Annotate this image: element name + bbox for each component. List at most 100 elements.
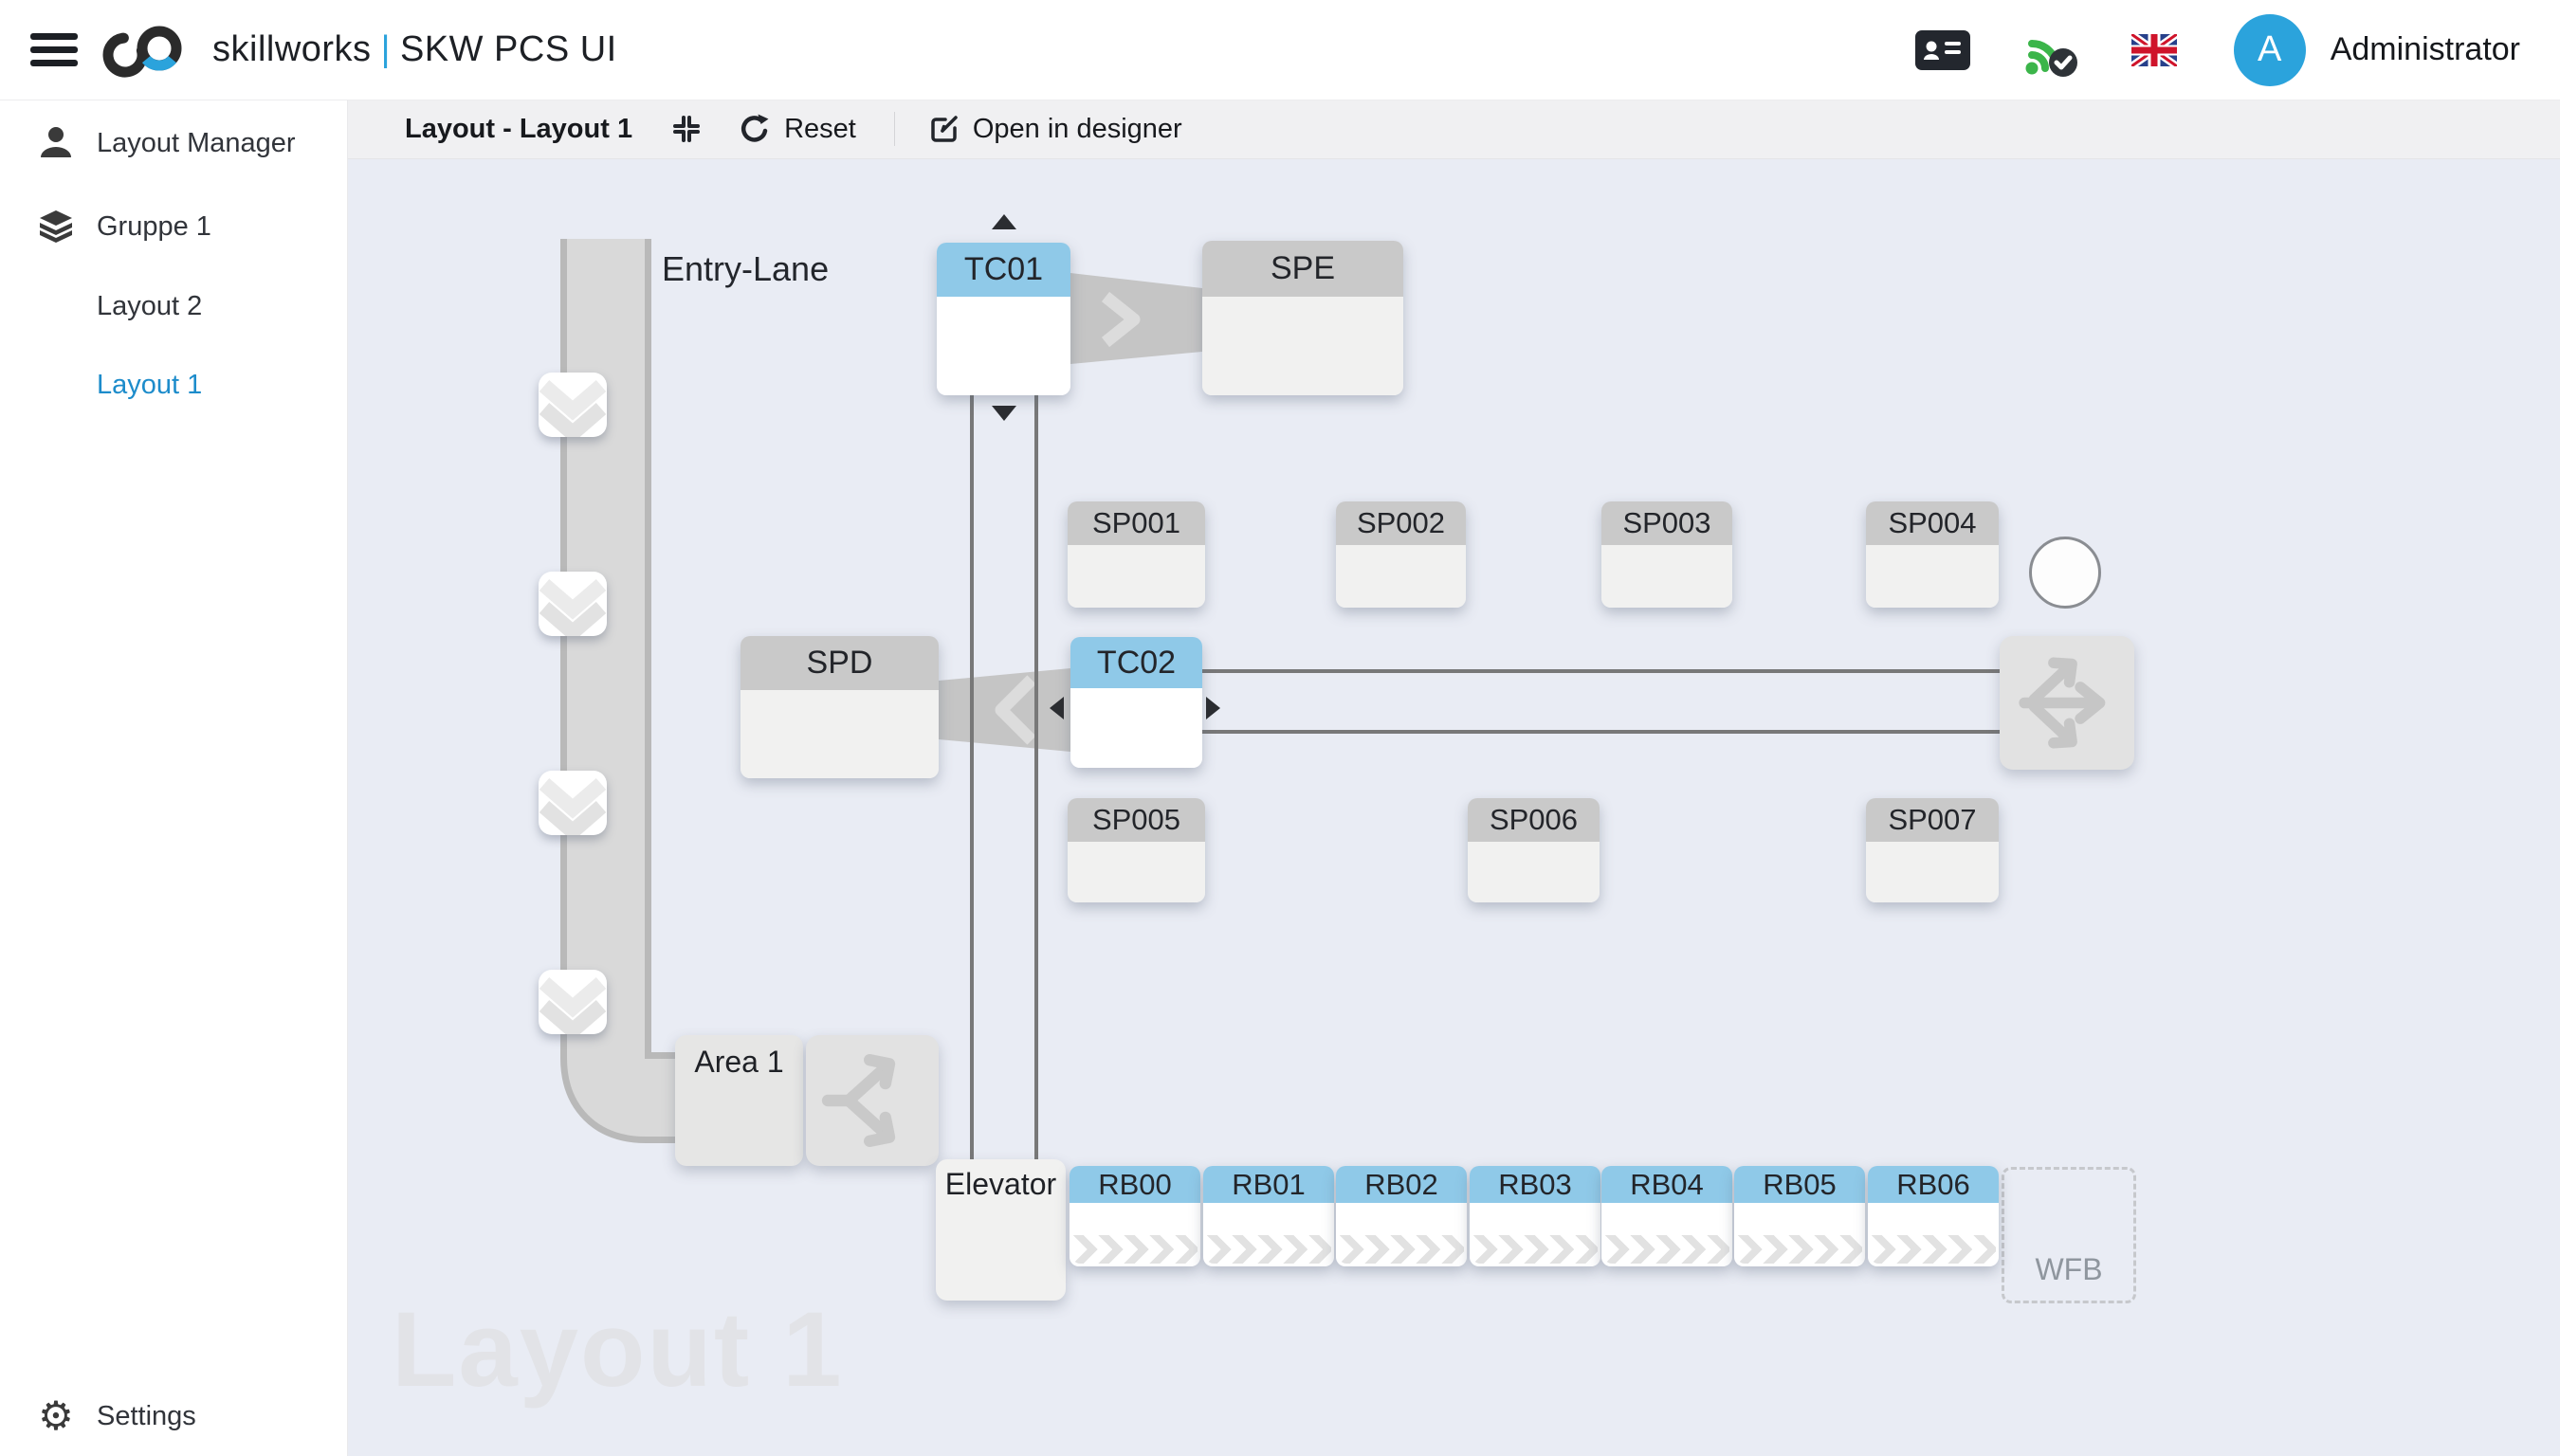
node-rb04[interactable]: RB04 [1601,1166,1732,1266]
brand-name: skillworks [212,29,372,69]
conveyor-chevrons [1737,1235,1862,1264]
node-sp001-body [1068,545,1205,608]
layout-canvas[interactable]: Layout 1 [347,158,2560,1456]
open-in-designer-button[interactable]: Open in designer [929,114,1182,145]
arrow-down-indicator [992,406,1016,421]
conveyor-chevrons [1871,1235,1996,1264]
diverge-arrows-icon [821,1054,896,1147]
node-rb06-label: RB06 [1896,1167,1970,1201]
node-rb06-header: RB06 [1868,1166,1999,1203]
node-spd[interactable]: SPD [741,636,939,778]
node-sp006[interactable]: SP006 [1468,798,1600,902]
user-avatar[interactable]: A [2233,13,2306,86]
conveyor-chevrons [1472,1235,1598,1264]
node-rb06[interactable]: RB06 [1868,1166,1999,1266]
area-1-label: Area 1 [694,1045,784,1079]
arrow-left-indicator [1050,697,1064,719]
node-spe-label: SPE [1270,250,1336,286]
node-rb02-label: RB02 [1364,1167,1438,1201]
node-sp005-header: SP005 [1068,798,1205,842]
elevator-label: Elevator [944,1167,1057,1201]
connection-ok-icon[interactable] [2020,19,2082,82]
node-tc01[interactable]: TC01 [937,243,1070,395]
sidebar-item-gruppe-1[interactable]: Gruppe 1 [0,197,347,256]
node-sp002-header: SP002 [1336,501,1466,545]
node-sp005-body [1068,842,1205,902]
conveyor-chevrons [1072,1235,1198,1264]
title-separator: | [380,29,391,69]
layout-toolbar: Layout - Layout 1 Reset Open in designer [347,100,2560,159]
node-sp005-label: SP005 [1091,803,1181,836]
node-sp002[interactable]: SP002 [1336,501,1466,608]
circle-node[interactable] [2029,537,2101,609]
node-sp007-header: SP007 [1866,798,1999,842]
node-rb05[interactable]: RB05 [1734,1166,1865,1266]
app-name: SKW PCS UI [399,29,617,69]
gear-icon: ⚙ [38,1393,74,1438]
conveyor-chevrons [1206,1235,1331,1264]
node-spd-header: SPD [741,636,939,690]
node-rb04-label: RB04 [1630,1167,1704,1201]
router-node[interactable] [2000,636,2134,770]
elevator-box[interactable]: Elevator [936,1159,1066,1301]
node-rb02-header: RB02 [1336,1166,1467,1203]
refresh-icon [741,114,769,142]
language-flag-uk-icon[interactable] [2130,33,2177,66]
node-spe[interactable]: SPE [1202,241,1403,395]
hamburger-icon[interactable] [30,27,78,73]
node-rb01-header: RB01 [1203,1166,1334,1203]
node-rb00[interactable]: RB00 [1070,1166,1200,1266]
sidebar-item-layout-2[interactable]: Layout 2 [0,277,347,336]
node-spe-body [1202,297,1403,395]
node-sp006-label: SP006 [1489,803,1579,836]
area-1-box[interactable]: Area 1 [675,1035,803,1166]
sidebar-item-label: Gruppe 1 [97,210,211,242]
node-spd-label: SPD [806,645,873,681]
node-spd-body [741,690,939,778]
node-sp001-label: SP001 [1091,506,1181,539]
lane-segment-marker [539,373,607,444]
node-sp003[interactable]: SP003 [1601,501,1732,608]
wfb-box[interactable]: WFB [2002,1167,2136,1303]
fit-to-screen-icon [673,116,701,142]
node-rb05-label: RB05 [1763,1167,1837,1201]
node-spe-header: SPE [1202,241,1403,297]
header-actions: A Administrator [1866,13,2520,86]
avatar-initial: A [2258,29,2282,69]
node-rb01-label: RB01 [1232,1167,1306,1201]
open-in-designer-label: Open in designer [972,113,1182,144]
fit-to-screen-button[interactable] [672,115,701,143]
layers-icon [36,209,76,245]
diverter-node[interactable] [806,1035,939,1166]
node-sp001-header: SP001 [1068,501,1205,545]
node-sp003-header: SP003 [1601,501,1732,545]
node-tc02[interactable]: TC02 [1070,637,1202,768]
node-rb00-label: RB00 [1098,1167,1172,1201]
sidebar-item-label: Layout Manager [97,127,296,158]
id-card-icon[interactable] [1914,28,1970,72]
sidebar-item-layout-1[interactable]: Layout 1 [0,355,347,414]
lane-segment-marker [539,572,607,643]
reset-label: Reset [784,113,856,144]
node-tc02-body [1070,688,1202,768]
reset-button[interactable]: Reset [739,113,856,145]
sidebar-item-label: Settings [97,1400,196,1431]
node-sp004[interactable]: SP004 [1866,501,1999,608]
node-rb03[interactable]: RB03 [1470,1166,1600,1266]
wfb-label: WFB [2035,1252,2103,1286]
node-sp002-label: SP002 [1356,506,1446,539]
node-rb05-header: RB05 [1734,1166,1865,1203]
toolbar-divider [893,112,895,146]
node-sp001[interactable]: SP001 [1068,501,1205,608]
node-rb04-header: RB04 [1601,1166,1732,1203]
node-sp002-body [1336,545,1466,608]
sidebar-item-settings[interactable]: ⚙ Settings [0,1387,347,1446]
sidebar-item-layout-manager[interactable]: Layout Manager [0,114,347,173]
node-sp005[interactable]: SP005 [1068,798,1205,902]
node-rb02[interactable]: RB02 [1336,1166,1467,1266]
node-rb01[interactable]: RB01 [1203,1166,1334,1266]
node-sp003-label: SP003 [1622,506,1711,539]
conveyor-chevrons [1604,1235,1729,1264]
node-sp007[interactable]: SP007 [1866,798,1999,902]
